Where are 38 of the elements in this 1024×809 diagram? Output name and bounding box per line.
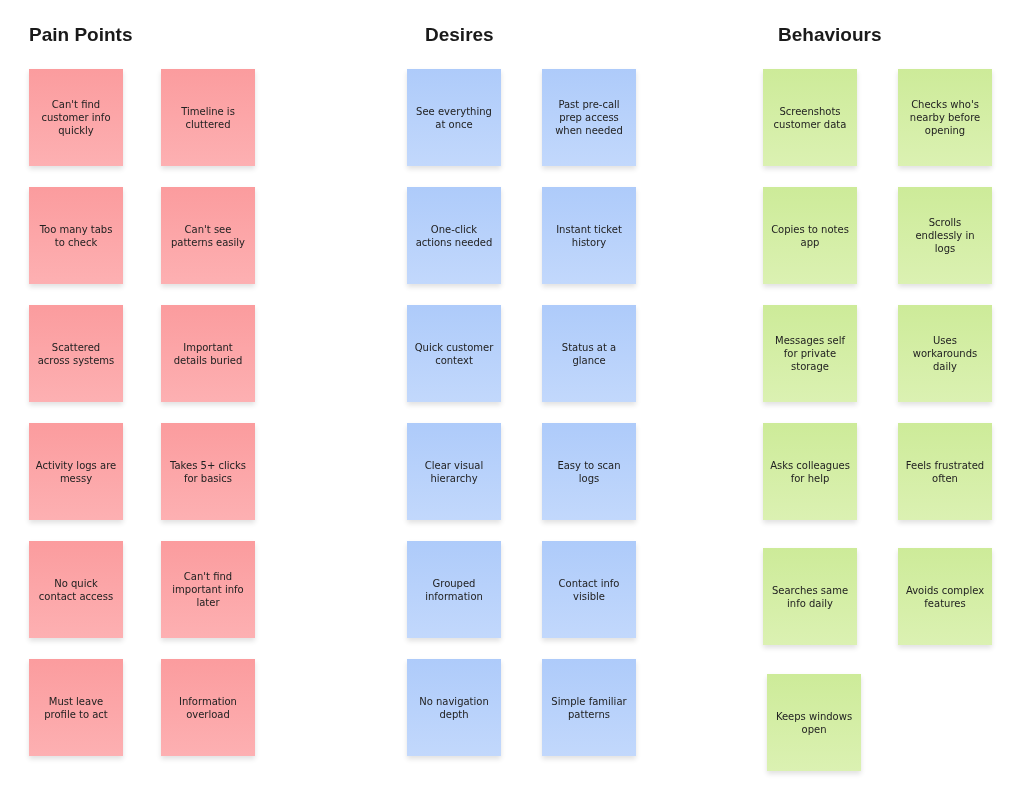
sticky-note: Feels frustrated often (898, 423, 992, 520)
sticky-note: Messages self for private storage (763, 305, 857, 402)
column-heading: Desires (425, 24, 494, 46)
sticky-note: Scrolls endlessly in logs (898, 187, 992, 284)
sticky-note: Quick customer context (407, 305, 501, 402)
sticky-note: Must leave profile to act (29, 659, 123, 756)
sticky-note: Scattered across systems (29, 305, 123, 402)
sticky-note: No quick contact access (29, 541, 123, 638)
sticky-note: Searches same info daily (763, 548, 857, 645)
sticky-note: Can't find important info later (161, 541, 255, 638)
sticky-note: Timeline is cluttered (161, 69, 255, 166)
sticky-note: Important details buried (161, 305, 255, 402)
sticky-note: Contact info visible (542, 541, 636, 638)
sticky-note: Uses workarounds daily (898, 305, 992, 402)
sticky-note: Avoids complex features (898, 548, 992, 645)
sticky-note: Instant ticket history (542, 187, 636, 284)
sticky-note: Clear visual hierarchy (407, 423, 501, 520)
column-heading: Pain Points (29, 24, 133, 46)
sticky-note: Simple familiar patterns (542, 659, 636, 756)
sticky-note: Grouped information (407, 541, 501, 638)
sticky-note: Can't find customer info quickly (29, 69, 123, 166)
sticky-note: Too many tabs to check (29, 187, 123, 284)
sticky-note: Takes 5+ clicks for basics (161, 423, 255, 520)
sticky-note: Can't see patterns easily (161, 187, 255, 284)
column-heading: Behaviours (778, 24, 882, 46)
sticky-note: Copies to notes app (763, 187, 857, 284)
sticky-note: Screenshots customer data (763, 69, 857, 166)
sticky-note: One-click actions needed (407, 187, 501, 284)
sticky-note: Asks colleagues for help (763, 423, 857, 520)
sticky-note: Activity logs are messy (29, 423, 123, 520)
sticky-note: Past pre-call prep access when needed (542, 69, 636, 166)
sticky-note: Easy to scan logs (542, 423, 636, 520)
sticky-note: No navigation depth (407, 659, 501, 756)
sticky-note: See everything at once (407, 69, 501, 166)
sticky-note: Information overload (161, 659, 255, 756)
sticky-note: Checks who's nearby before opening (898, 69, 992, 166)
sticky-note: Keeps windows open (767, 674, 861, 771)
sticky-note: Status at a glance (542, 305, 636, 402)
